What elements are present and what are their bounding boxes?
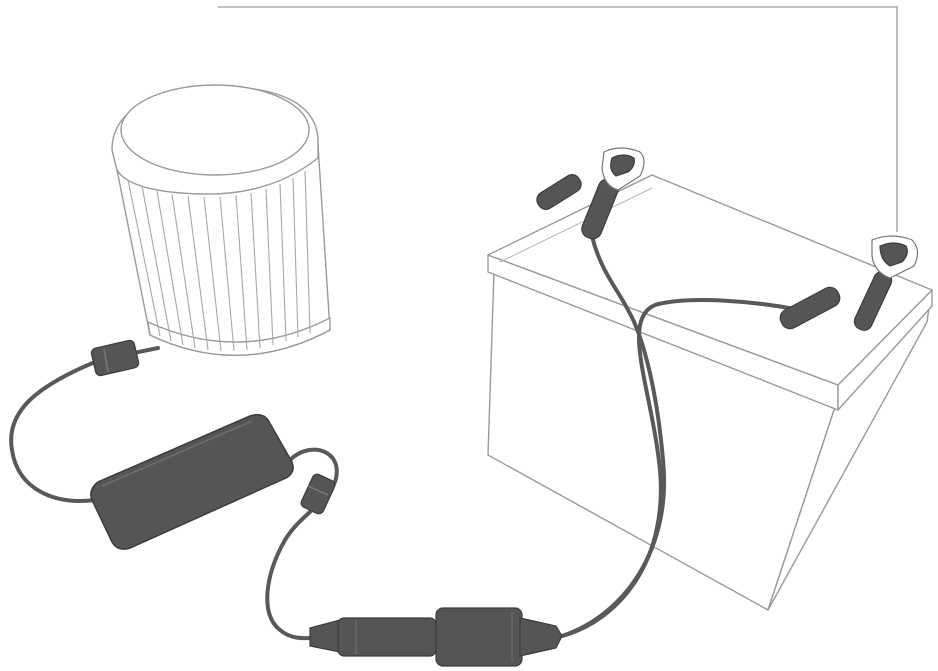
adapter-top-highlight	[101, 420, 253, 487]
cigarette-plug-socket	[309, 607, 563, 667]
clamp-left-jaw	[536, 174, 582, 210]
adapter-output-connector	[300, 473, 336, 515]
bracket-line	[218, 6, 898, 232]
socket-tail	[519, 617, 563, 657]
clamp-right	[779, 235, 919, 331]
lamp-base-rim	[147, 316, 331, 356]
cables	[9, 234, 802, 641]
plug-tip	[309, 619, 341, 653]
lamp-ribs	[127, 170, 311, 352]
lamp-connector	[90, 339, 160, 377]
cable-socket-to-clamp-black	[560, 234, 667, 638]
lamp-device	[111, 84, 331, 356]
cable-lamp-to-adapter	[9, 360, 97, 503]
battery	[487, 174, 933, 611]
power-adapter	[90, 413, 336, 550]
clamp-left	[536, 147, 645, 240]
plug-body	[337, 617, 437, 657]
battery-lid-inner-edge	[499, 187, 653, 263]
clamp-right-handle	[779, 286, 841, 330]
lamp-connector-body	[90, 339, 140, 377]
lamp-top-cap	[120, 84, 310, 176]
socket-body	[435, 607, 523, 667]
cable-adapter-to-plug	[265, 447, 339, 641]
adapter-brick	[90, 413, 294, 550]
